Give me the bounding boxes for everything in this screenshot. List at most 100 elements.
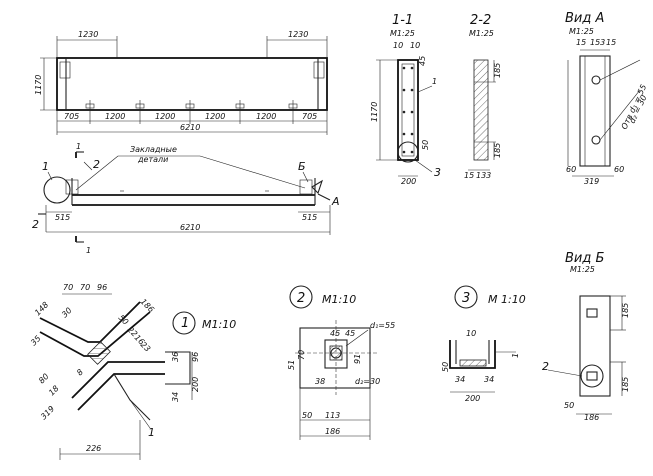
dim-plan-1200-c: 1200 [205, 112, 225, 121]
dim-n1-36: 36 [171, 352, 180, 362]
view-a-title: Вид А [565, 11, 604, 26]
dim-s22-185-top: 185 [493, 63, 502, 78]
node-2-circle [289, 285, 313, 309]
dim-n1-34: 34 [171, 392, 180, 402]
view-a: Вид А М1:25 15 153 15 Отв d₁ = 55 d₂ = 3… [565, 11, 649, 186]
node-3-scale: М 1:10 [488, 293, 526, 306]
cut-1-bot: 1 [86, 246, 91, 255]
dim-va-153: 153 [590, 38, 605, 47]
plan-embedded-marks [85, 100, 298, 110]
dim-vb-50: 50 [564, 401, 574, 410]
dim-n2-50: 50 [302, 411, 312, 420]
dim-plan-1200-a: 1200 [105, 112, 125, 121]
n1-leader-1: 1 [148, 426, 155, 439]
dim-n3-10: 10 [466, 329, 476, 338]
view-a-scale: М1:25 [569, 27, 594, 36]
section-1-1-scale: М1:25 [390, 29, 415, 38]
vb-leader-2: 2 [542, 360, 549, 373]
view-b-scale: М1:25 [570, 265, 595, 274]
dim-va-319: 319 [584, 177, 599, 186]
dim-plan-1200-b: 1200 [155, 112, 175, 121]
dim-plan-705-left: 705 [64, 112, 79, 121]
dim-plan-1230-left: 1230 [78, 30, 98, 39]
callout-b: Б [298, 160, 306, 173]
node-2-scale: М1:10 [322, 293, 356, 306]
dim-n1-319: 319 [39, 404, 56, 421]
node-1-scale: М1:10 [202, 318, 236, 331]
dim-plan-1230-right: 1230 [288, 30, 308, 39]
dim-n2-186: 186 [325, 427, 340, 436]
dim-n1-96: 96 [97, 283, 107, 292]
view-b: Вид Б М1:25 185 185 2 50 186 [542, 251, 630, 422]
node-2-detail: 2 М1:10 d₁=55 45 45 51 70 91 38 d₂=30 50… [287, 285, 395, 440]
dim-s11-10a: 10 [393, 41, 403, 50]
dim-vb-185-bot: 185 [621, 377, 630, 392]
elevation-view: 1 Закладные детали Б А 1 1 2 2 515 515 [32, 142, 340, 255]
node-3-circle [454, 285, 478, 309]
dim-s11-50: 50 [421, 140, 430, 150]
cut-1-top: 1 [76, 142, 81, 151]
dim-n1-70a: 70 [63, 283, 73, 292]
node-1-circle [172, 311, 196, 335]
dim-n1-186: 186 [139, 297, 156, 314]
embedded-parts-label-2: детали [137, 155, 168, 164]
dim-s22-15: 15 [464, 171, 474, 180]
section-2-2-scale: М1:25 [469, 29, 494, 38]
view-b-title: Вид Б [565, 251, 604, 266]
dim-n1-8: 8 [75, 367, 85, 377]
dim-vb-185-top: 185 [621, 303, 630, 318]
dim-va-60-right: 60 [614, 165, 624, 174]
dim-s11-1170: 1170 [370, 102, 379, 122]
s11-leader-1: 1 [432, 77, 437, 86]
n3-leader-1: 1 [511, 353, 520, 358]
dim-n1-18: 18 [47, 384, 61, 398]
node-1-number: 1 [181, 316, 189, 331]
dim-n1-35: 35 [29, 334, 43, 348]
dim-s22-133: 133 [476, 171, 491, 180]
dim-n1-148: 148 [33, 300, 50, 317]
dim-n2-d1: d₁=55 [370, 321, 395, 330]
dim-n1-200: 200 [191, 377, 200, 392]
dim-elev-515-right: 515 [302, 213, 317, 222]
dim-s11-45: 45 [418, 56, 427, 66]
s11-node-3-circle [397, 141, 419, 163]
section-1-1-title: 1-1 [392, 13, 413, 28]
dim-n2-d2: d₂=30 [355, 377, 380, 386]
dim-n1-96b: 96 [191, 352, 200, 362]
dim-n2-91: 91 [353, 354, 362, 364]
s11-leader-3: 3 [434, 166, 441, 179]
section-2-2: 2-2 М1:25 185 185 15 133 [464, 13, 502, 180]
section-2-2-title: 2-2 [470, 13, 491, 28]
dim-n3-50: 50 [441, 362, 450, 372]
dim-plan-1170: 1170 [34, 75, 43, 95]
cut-2-left: 2 [32, 218, 39, 231]
vb-node-2-circle [580, 364, 604, 388]
dim-n2-113: 113 [325, 411, 340, 420]
dim-s11-10b: 10 [410, 41, 420, 50]
plan-beam-outline [56, 57, 328, 111]
dim-n1-80: 80 [37, 372, 51, 386]
node-1-detail: 1 М1:10 70 70 96 186 148 30 50 35 22 16 … [29, 283, 236, 460]
dim-va-15b: 15 [606, 38, 616, 47]
dim-n2-51: 51 [287, 360, 296, 370]
node-1-callout-circle [43, 176, 71, 204]
dim-n1-226: 226 [86, 444, 101, 453]
node-2-number: 2 [297, 291, 305, 306]
dim-n3-200: 200 [465, 394, 480, 403]
plan-view: 1230 1230 1170 705 1200 1200 1200 1200 [34, 30, 328, 135]
s11-rebars [402, 66, 414, 154]
cut-2-top: 2 [93, 158, 100, 171]
callout-a: А [331, 195, 340, 208]
dim-n2-45a: 45 [330, 329, 340, 338]
dim-elev-515-left: 515 [55, 213, 70, 222]
embedded-parts-label-1: Закладные [130, 145, 177, 154]
node-3-detail: 3 М 1:10 1 50 10 34 34 200 [441, 285, 526, 403]
dim-s22-185-bot: 185 [493, 143, 502, 158]
node-3-number: 3 [462, 291, 470, 306]
dim-vb-186: 186 [584, 413, 599, 422]
dim-n3-34a: 34 [455, 375, 465, 384]
dim-n3-34b: 34 [484, 375, 494, 384]
dim-plan-705-right: 705 [302, 112, 317, 121]
dim-n2-45b: 45 [345, 329, 355, 338]
